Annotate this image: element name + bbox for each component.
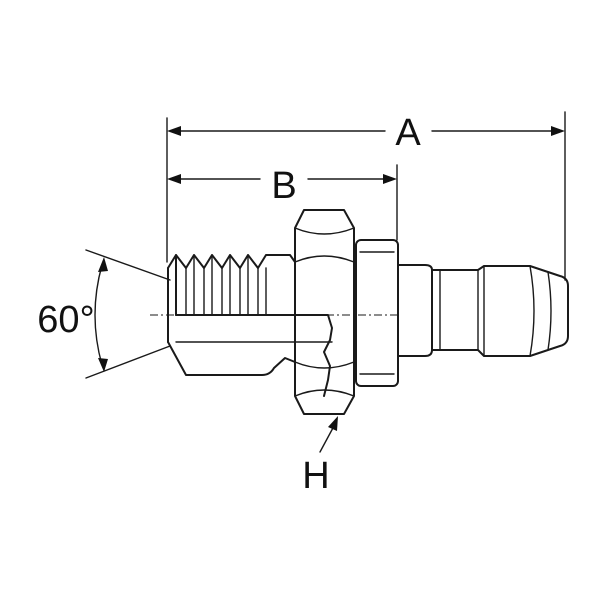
angle-arrow-top	[98, 257, 108, 272]
body-section	[167, 314, 333, 397]
dim-b-arrow-left	[167, 174, 181, 184]
angle-label: 60°	[37, 299, 94, 341]
barb-body	[431, 265, 569, 357]
dim-b-arrow-right	[383, 174, 397, 184]
hex-upper-face	[294, 255, 355, 263]
hose-barb	[397, 264, 569, 357]
hex-leader-arrow	[328, 416, 338, 431]
collar-flange	[355, 239, 399, 387]
barb-ring-4	[547, 271, 552, 351]
hex-dimension: H	[302, 416, 338, 497]
dimension-a: A	[166, 111, 566, 281]
dim-b-label: B	[271, 165, 296, 207]
barb-collar	[397, 264, 433, 357]
dim-a-arrow-right	[551, 126, 565, 136]
collar-outer	[355, 239, 399, 387]
hex-top-curve	[294, 227, 355, 235]
dim-a-label: A	[395, 112, 421, 154]
thread-start	[167, 254, 177, 316]
hex-label: H	[302, 455, 329, 497]
cone-angle-dimension: 60°	[37, 249, 171, 379]
hex-outline	[294, 209, 355, 415]
barb-ring-3	[529, 265, 535, 357]
bore-and-break	[175, 314, 333, 397]
hex-nut	[294, 209, 355, 415]
angle-arc	[94, 264, 103, 366]
angle-arrow-bottom	[98, 358, 108, 372]
angle-lower-line	[85, 345, 171, 379]
angle-upper-line	[85, 249, 171, 281]
threaded-end	[167, 254, 296, 343]
dimension-b: B	[167, 164, 398, 241]
hex-bottom-curve	[294, 389, 355, 397]
body-lower-profile	[167, 341, 296, 376]
hex-lower-face	[294, 361, 355, 369]
hex-leader-line	[319, 425, 335, 453]
dim-a-arrow-left	[167, 126, 181, 136]
